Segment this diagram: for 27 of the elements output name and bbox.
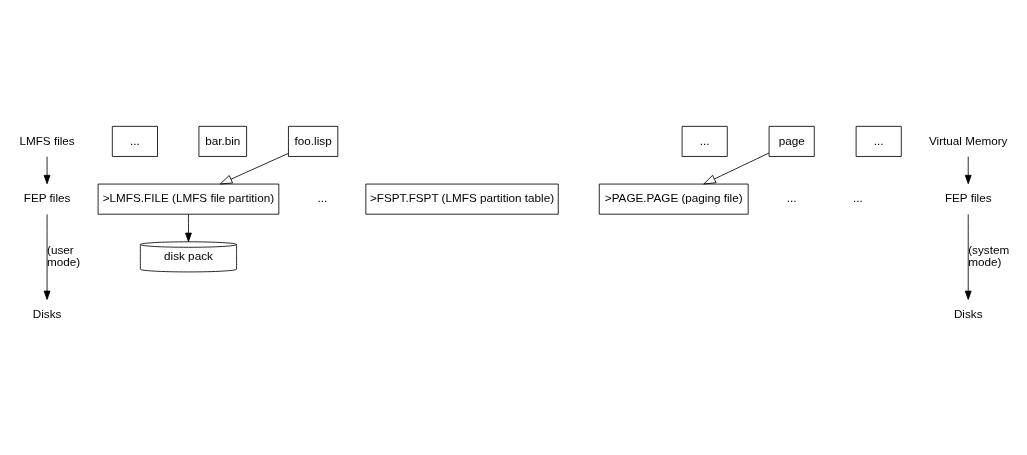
node-text: FEP files xyxy=(23,190,71,204)
label: ... xyxy=(317,190,328,204)
edge-label: (system mode) xyxy=(968,242,1010,268)
arrow xyxy=(43,213,51,300)
node-text: Disks xyxy=(32,306,62,320)
arrow xyxy=(964,155,972,184)
arrow xyxy=(964,213,972,300)
arrow xyxy=(43,155,51,184)
node-text: LMFS files xyxy=(19,133,75,146)
node-text: Virtual Memory xyxy=(928,133,1008,146)
node-box: >PAGE.PAGE (paging file) xyxy=(598,183,749,215)
node-box: page xyxy=(768,125,815,157)
arrow xyxy=(703,152,770,184)
node-text: Disks xyxy=(953,306,983,320)
label: ... xyxy=(786,190,797,204)
node-box: bar.bin xyxy=(198,125,248,157)
node-box: ... xyxy=(111,125,158,157)
node-box: >LMFS.FILE (LMFS file partition) xyxy=(97,183,280,215)
node-box: ... xyxy=(855,125,902,157)
node-box: >FSPT.FSPT (LMFS partition table) xyxy=(365,183,559,215)
node-text: FEP files xyxy=(944,190,992,204)
label: ... xyxy=(852,190,863,204)
arrow xyxy=(185,213,192,242)
node-box: foo.lisp xyxy=(288,125,339,157)
edge-label: (user mode) xyxy=(47,242,81,268)
arrow xyxy=(219,152,289,184)
node-box: ... xyxy=(681,125,728,157)
